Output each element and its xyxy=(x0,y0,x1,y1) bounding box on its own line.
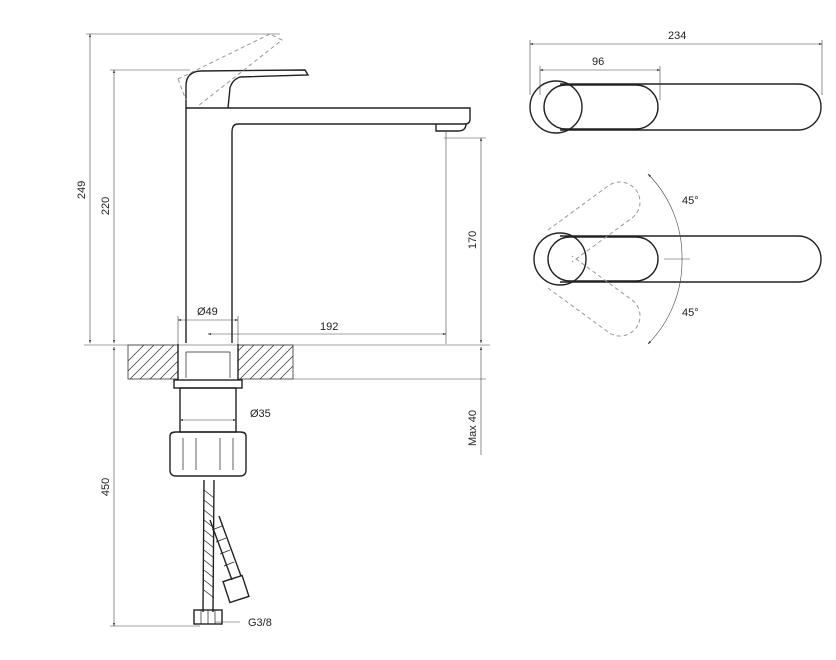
label-body-height: 220 xyxy=(100,197,112,215)
label-hose-length: 450 xyxy=(100,478,112,496)
label-shank-diameter: Ø35 xyxy=(250,408,271,420)
faucet-side-view xyxy=(177,33,471,343)
dimension-labels-top: 234 96 xyxy=(592,30,686,68)
faucet-top-view xyxy=(529,80,822,134)
dimension-lines-top xyxy=(529,40,823,100)
label-angle-lower: 45° xyxy=(682,307,699,319)
label-base-diameter: Ø49 xyxy=(197,306,218,318)
label-max-thickness: Max 40 xyxy=(467,410,479,446)
worktop-slab xyxy=(127,344,294,380)
label-connection: G3/8 xyxy=(248,617,272,629)
label-spout-reach: 192 xyxy=(320,321,338,333)
mounting-assembly xyxy=(169,379,250,625)
label-angle-upper: 45° xyxy=(682,195,699,207)
label-handle-width: 96 xyxy=(592,56,604,68)
dimension-labels-side: 249 220 170 Ø49 192 Ø35 Max 40 450 G3/8 xyxy=(76,181,479,629)
label-top-width: 234 xyxy=(668,30,686,42)
faucet-rotation-view xyxy=(533,173,822,345)
label-total-height: 249 xyxy=(76,181,88,199)
dimension-lines-side xyxy=(84,33,490,627)
angle-labels: 45° 45° xyxy=(682,195,699,319)
label-spout-height: 170 xyxy=(467,231,479,249)
